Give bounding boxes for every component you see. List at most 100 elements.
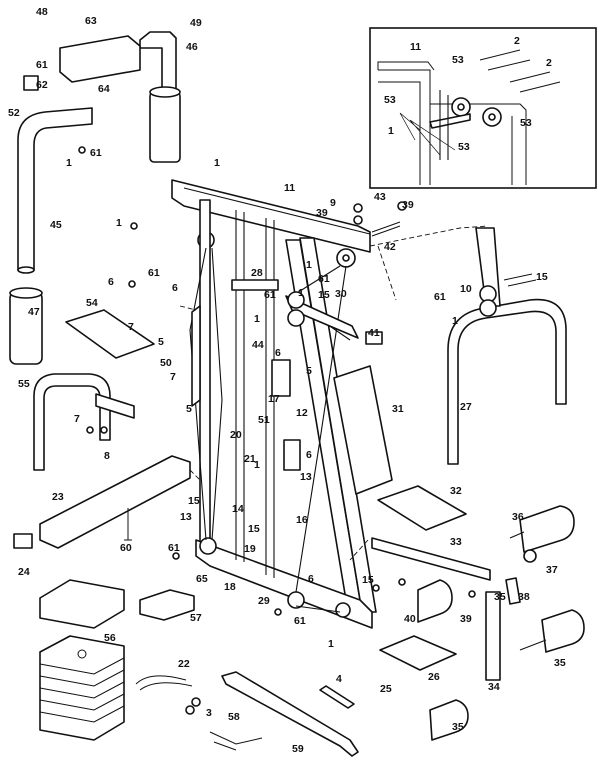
callout-6: 6 (306, 449, 312, 461)
bolt-60 (124, 508, 132, 541)
weight-stack-56 (39, 579, 125, 741)
callout-33: 33 (450, 536, 462, 548)
inset-pulley-right-hub (488, 113, 496, 121)
bracket-pulley-upper (287, 291, 305, 309)
small-hardware (78, 146, 476, 616)
callout-8: 8 (104, 450, 110, 462)
callout-53: 53 (520, 117, 532, 129)
callout-29: 29 (258, 595, 270, 607)
callout-61: 61 (148, 267, 160, 279)
callout-15: 15 (248, 523, 260, 535)
callout-59: 59 (292, 743, 304, 755)
callout-1: 1 (116, 217, 122, 229)
bar-59 (221, 671, 359, 757)
front-upright-outer (299, 237, 377, 613)
footplate-25 (379, 635, 457, 671)
backrest-pad-31 (333, 365, 393, 495)
callout-61: 61 (318, 273, 330, 285)
callout-36: 36 (512, 511, 524, 523)
callout-19: 19 (244, 543, 256, 555)
nut-39-left (353, 215, 363, 225)
callout-1: 1 (328, 638, 334, 650)
seat-pad-32 (377, 485, 467, 531)
callout-21: 21 (244, 453, 256, 465)
selector-block-57 (139, 589, 195, 621)
dash-to-27 (369, 225, 489, 247)
callout-5: 5 (186, 403, 192, 415)
callout-31: 31 (392, 403, 404, 415)
callout-28: 28 (251, 267, 263, 279)
inset-upright (378, 69, 431, 185)
callout-42: 42 (384, 241, 396, 253)
callout-54: 54 (86, 297, 98, 309)
callout-18: 18 (224, 581, 236, 593)
pin-38 (505, 577, 521, 605)
base-beam-23-body (39, 455, 191, 549)
callout-5: 5 (306, 365, 312, 377)
bolt-15-low (372, 584, 380, 592)
callout-43: 43 (374, 191, 386, 203)
callout-2: 2 (514, 35, 520, 47)
callout-47: 47 (28, 306, 40, 318)
cable-a (189, 247, 207, 541)
bracket-pulley-lower (287, 309, 305, 327)
top-beam-edge (183, 187, 371, 235)
callout-6: 6 (108, 276, 114, 288)
callout-65: 65 (196, 573, 208, 585)
top-bracket (59, 35, 141, 83)
bolts-42-43 (353, 201, 407, 237)
bolt-6-a (128, 280, 136, 288)
lower-carriage (283, 439, 301, 471)
callout-7: 7 (74, 413, 80, 425)
roller-36-a (509, 531, 525, 539)
foam-rollers (417, 505, 585, 741)
upper-post-assembly (23, 31, 181, 163)
press-arm (17, 107, 93, 274)
roller-pad-body (9, 291, 43, 365)
callout-24: 24 (18, 566, 30, 578)
callout-6: 6 (275, 347, 281, 359)
callout-15: 15 (188, 495, 200, 507)
callout-39: 39 (402, 199, 414, 211)
callout-32: 32 (450, 485, 462, 497)
frame-27 (447, 227, 567, 465)
press-arm-end (17, 266, 35, 274)
callout-7: 7 (170, 371, 176, 383)
callout-53: 53 (452, 54, 464, 66)
weight-hole (77, 649, 87, 659)
cap (23, 75, 39, 91)
callout-1: 1 (214, 157, 220, 169)
callout-37: 37 (546, 564, 558, 576)
callout-55: 55 (18, 378, 30, 390)
callout-6: 6 (172, 282, 178, 294)
weight-guide-rods (231, 210, 301, 578)
leg-curl-assembly (371, 485, 501, 681)
base-beam (195, 539, 373, 629)
callout-1: 1 (254, 459, 260, 471)
callout-61: 61 (168, 542, 180, 554)
callout-13: 13 (300, 471, 312, 483)
callout-7: 7 (128, 321, 134, 333)
callout-30: 30 (335, 288, 347, 300)
backrest-pad (333, 365, 393, 495)
base-beam-23 (13, 455, 191, 549)
inset-cables (439, 90, 449, 160)
inset-top-beam (377, 61, 435, 71)
weight-stack-lines (39, 657, 125, 723)
callout-1: 1 (452, 315, 458, 327)
callout-41: 41 (368, 327, 380, 339)
nut-39-right (397, 201, 407, 211)
inset-cross-beam (430, 103, 527, 185)
callout-48: 48 (36, 6, 48, 18)
bolt-43 (371, 221, 401, 237)
bottom-pulley-right (287, 591, 305, 609)
detail-inset (369, 27, 597, 189)
main-top-beam (171, 179, 371, 268)
seat-pad-54 (65, 309, 155, 359)
cable-f (295, 605, 341, 613)
callout-38: 38 (518, 591, 530, 603)
callout-13: 13 (180, 511, 192, 523)
callout-52: 52 (8, 107, 20, 119)
